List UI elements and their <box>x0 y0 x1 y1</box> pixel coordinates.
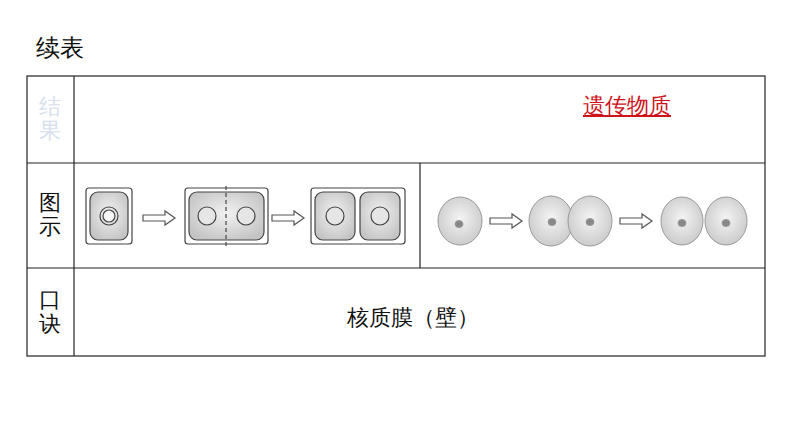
plant-cell-division <box>86 186 405 246</box>
table-title: 续表 <box>36 32 84 64</box>
row-header: 图示 <box>39 191 61 239</box>
row-header: 结果 <box>39 95 61 143</box>
animal-cell-division <box>438 196 747 246</box>
result-text: 遗传物质 <box>583 91 671 121</box>
row-header: 口诀 <box>39 288 61 336</box>
mnemonic-text: 核质膜（壁） <box>347 303 479 333</box>
table-grid <box>27 76 765 356</box>
